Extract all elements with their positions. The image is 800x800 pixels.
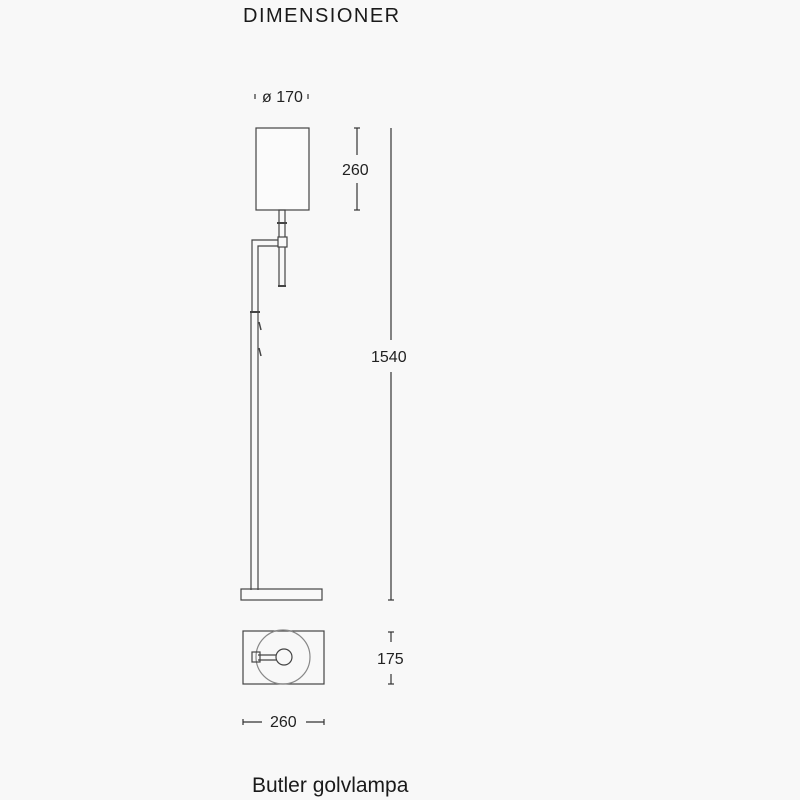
dim-base-depth: 175 [377, 651, 404, 668]
product-caption: Butler golvlampa [252, 774, 409, 797]
lamp-elbow [277, 236, 288, 248]
lamp-base [240, 588, 323, 601]
lamp-pole [250, 312, 259, 590]
page-title: DIMENSIONER [243, 5, 401, 27]
lamp-arm [251, 239, 278, 312]
dim-base-width: 260 [270, 714, 297, 731]
base-top-view [242, 629, 325, 685]
dim-total-height: 1540 [371, 349, 407, 366]
lamp-shade [255, 127, 310, 211]
lamp-stem [278, 209, 286, 287]
dim-shade-diameter: ø 170 [262, 89, 303, 106]
dim-shade-height: 260 [342, 162, 369, 179]
